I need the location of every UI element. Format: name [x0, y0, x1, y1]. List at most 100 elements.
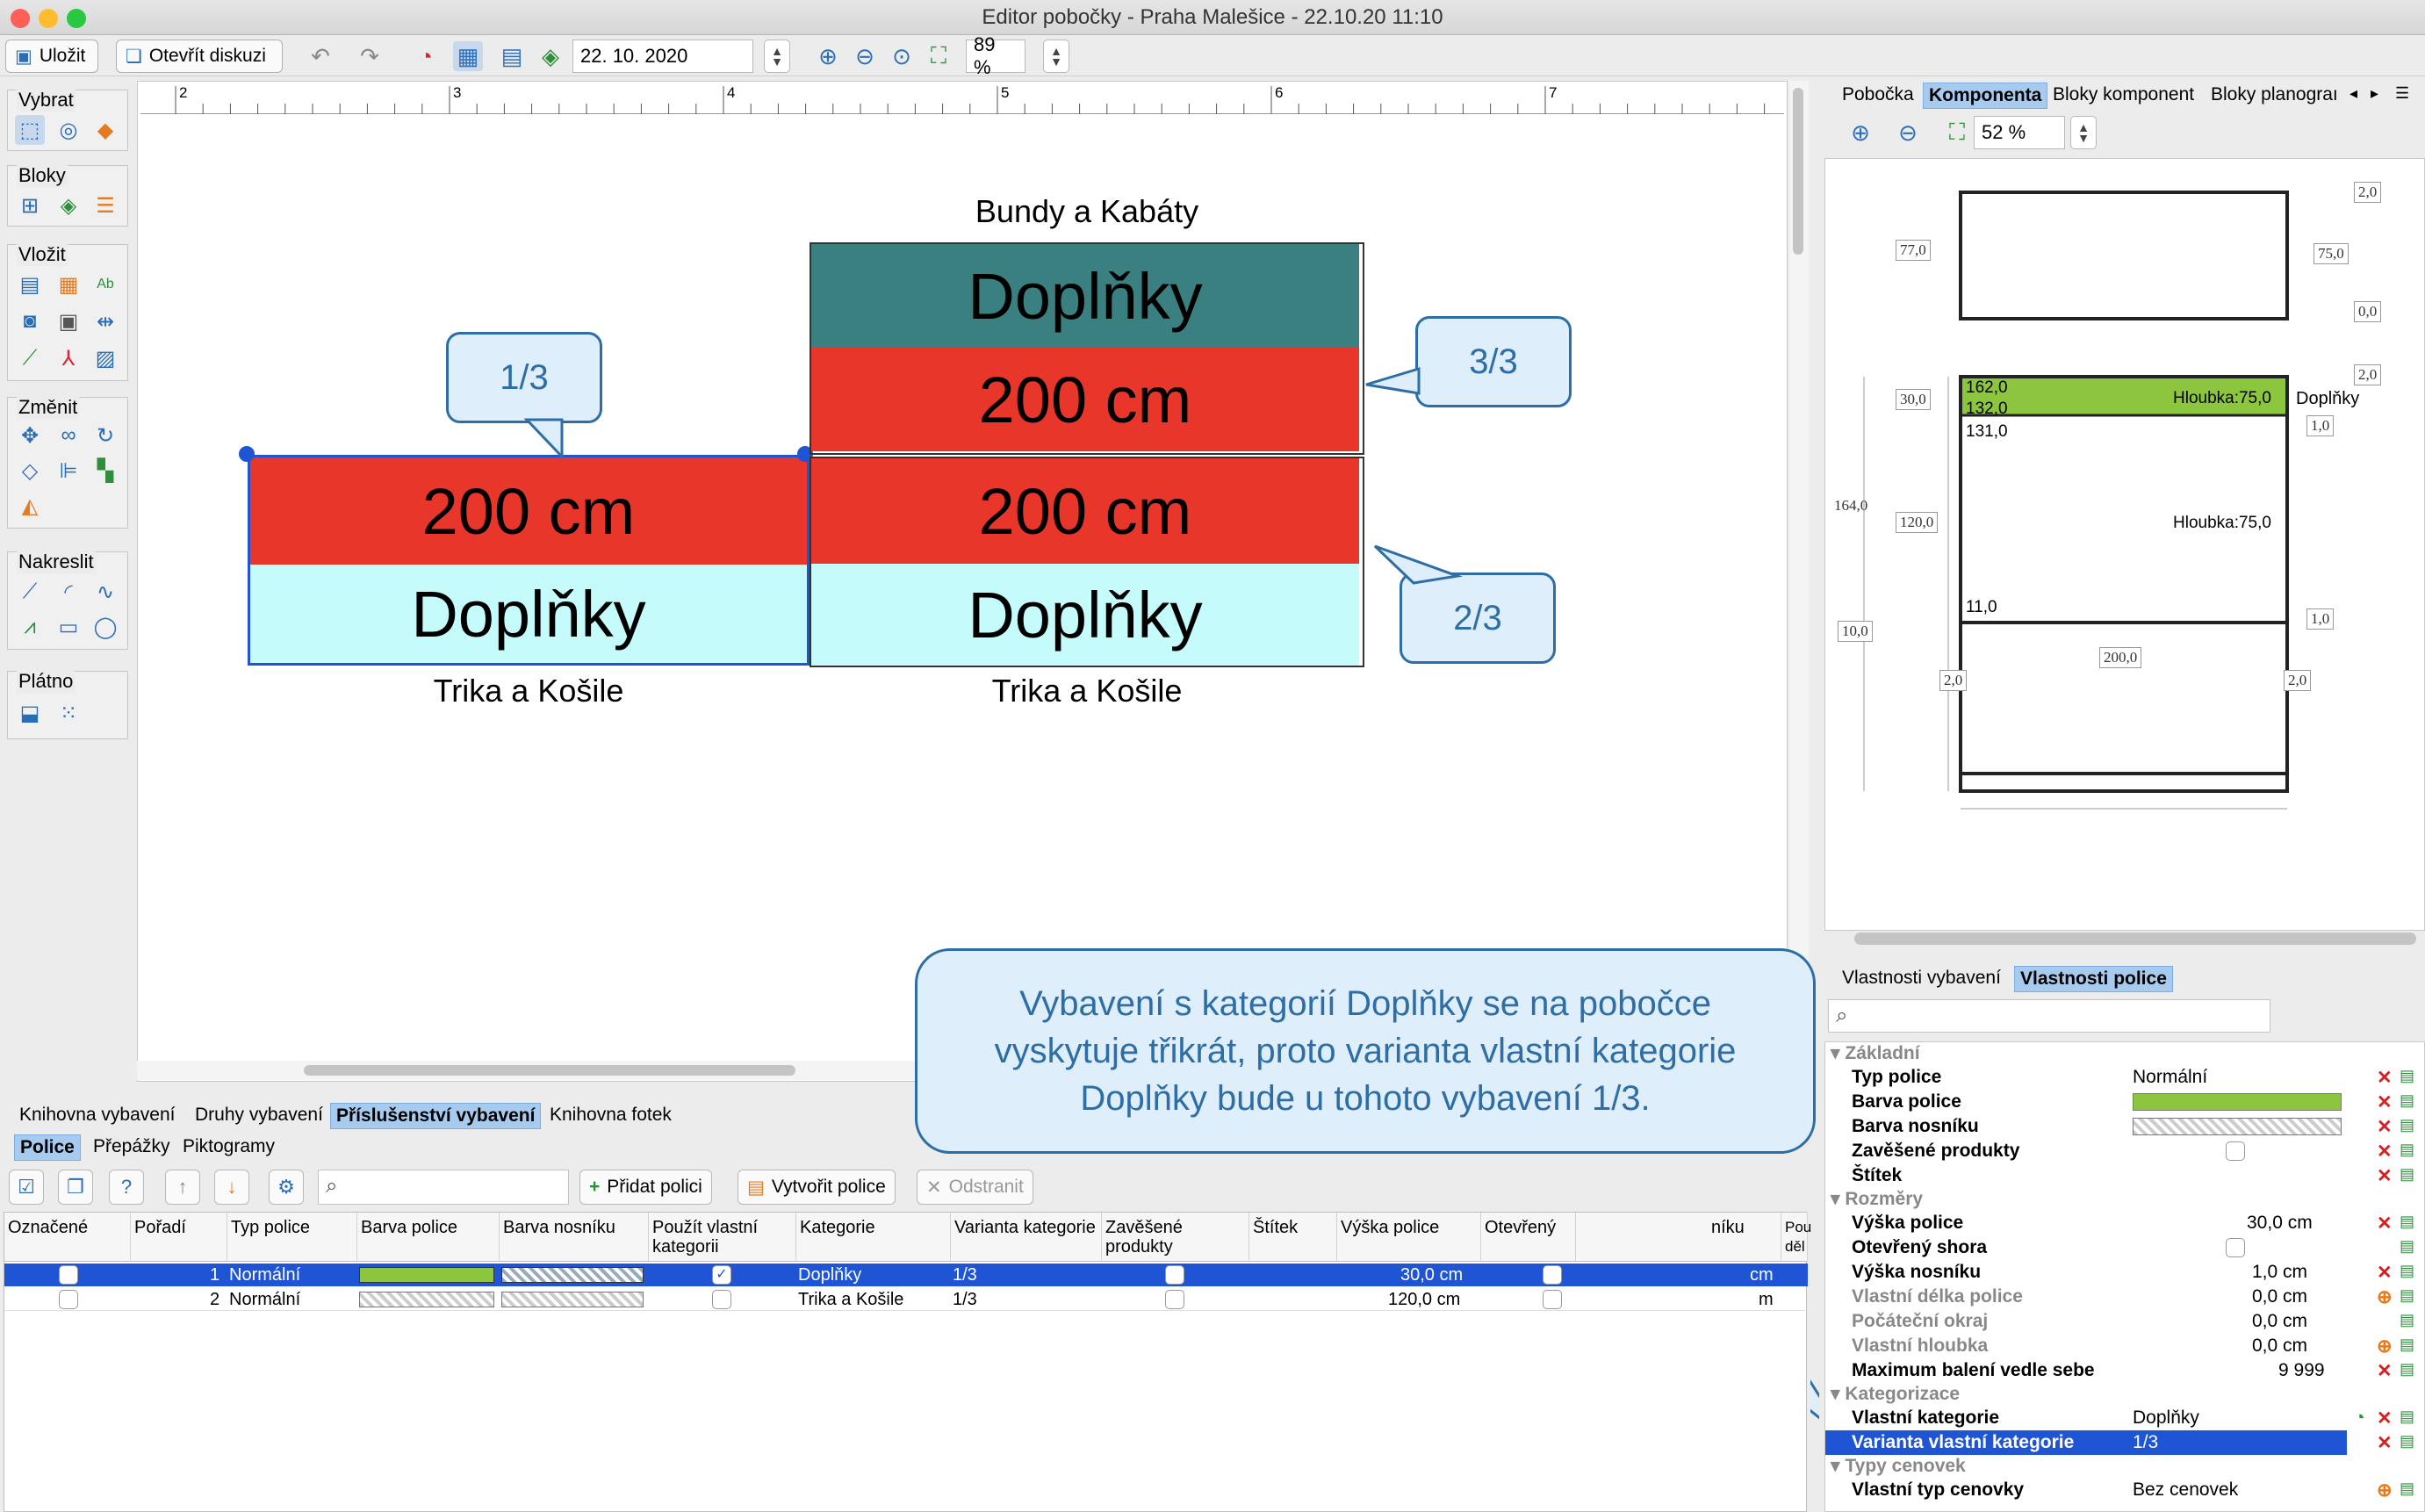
- clear-icon[interactable]: ✕: [2377, 1361, 2393, 1381]
- col-header[interactable]: Barva police: [357, 1213, 500, 1262]
- col-header[interactable]: Kategorie: [796, 1213, 951, 1262]
- prop-row[interactable]: Barva nosníku✕▤: [1852, 1116, 2415, 1137]
- remove-button[interactable]: ✕Odstranit: [917, 1170, 1033, 1205]
- canvas-resize-icon[interactable]: ⬓: [19, 701, 40, 725]
- row-checkbox[interactable]: [59, 1290, 78, 1309]
- edit-icon[interactable]: ▤: [2400, 1262, 2415, 1279]
- col-header[interactable]: Pou děl: [1781, 1213, 1811, 1262]
- tab-equipment-types[interactable]: Druhy vybavení: [195, 1105, 323, 1125]
- color-swatch[interactable]: [2133, 1118, 2342, 1135]
- wall-icon[interactable]: ▦: [58, 272, 79, 297]
- clear-icon[interactable]: ✕: [2377, 1433, 2393, 1453]
- tab-equipment-props[interactable]: Vlastnosti vybavení: [1842, 968, 2001, 988]
- tab-dividers[interactable]: Přepážky: [93, 1136, 170, 1156]
- tab-planogram-blocks[interactable]: Bloky planograı: [2211, 84, 2338, 104]
- clear-icon[interactable]: ✕: [2377, 1263, 2393, 1283]
- edit-icon[interactable]: ▤: [2400, 1116, 2415, 1134]
- date-stepper[interactable]: ▲▼: [764, 40, 790, 73]
- select-all-icon[interactable]: ☑: [9, 1170, 44, 1205]
- edit-icon[interactable]: ▤: [2400, 1067, 2415, 1084]
- beam-color-swatch[interactable]: [501, 1267, 644, 1283]
- draw-arc-icon[interactable]: ◜: [64, 580, 73, 604]
- edit-icon[interactable]: ▤: [2400, 1141, 2415, 1158]
- selection-handle[interactable]: [797, 446, 813, 462]
- col-header[interactable]: Barva nosníku: [500, 1213, 649, 1262]
- scrollbar-thumb[interactable]: [1793, 88, 1803, 255]
- edit-icon[interactable]: ▤: [2400, 1165, 2415, 1183]
- prop-row[interactable]: Barva police✕▤: [1852, 1091, 2415, 1112]
- col-header[interactable]: Otevřený: [1481, 1213, 1576, 1262]
- measure-icon[interactable]: ⇹: [96, 309, 115, 334]
- shelf-unit-right-bottom[interactable]: 200 cm Doplňky: [810, 457, 1364, 667]
- preview-hscroll-thumb[interactable]: [1854, 932, 2416, 945]
- clear-icon[interactable]: ✕: [2377, 1117, 2393, 1137]
- distort-icon[interactable]: ◇: [21, 458, 39, 483]
- save-button[interactable]: ▣Uložit: [5, 40, 98, 73]
- create-shelves-button[interactable]: ▤Vytvořit police: [738, 1170, 896, 1205]
- warning-icon[interactable]: ⊕: [2377, 1480, 2393, 1501]
- row-checkbox[interactable]: [59, 1265, 78, 1285]
- canvas-vertical-scrollbar[interactable]: [1789, 81, 1809, 1082]
- zoom-in-icon[interactable]: ⊕: [818, 42, 838, 69]
- move-icon[interactable]: ✥: [20, 423, 40, 448]
- zoom-fit-icon[interactable]: ⊙: [892, 42, 911, 69]
- rotate-icon[interactable]: ↻: [96, 423, 115, 448]
- camera-icon[interactable]: ◙: [23, 309, 37, 333]
- edit-icon[interactable]: ▤: [2400, 1237, 2415, 1255]
- props-search-input[interactable]: ⌕: [1828, 999, 2270, 1033]
- frame-icon[interactable]: ▦: [453, 41, 483, 71]
- checkbox[interactable]: [2226, 1238, 2245, 1257]
- use-custom-checkbox[interactable]: ✓: [712, 1265, 731, 1285]
- link-icon[interactable]: ∞: [61, 423, 76, 447]
- use-custom-checkbox[interactable]: [712, 1290, 731, 1309]
- close-window-icon[interactable]: [11, 9, 30, 28]
- component-preview[interactable]: 2,0 77,0 75,0 0,0 2,0 30,0 1,0 164,0 120…: [1824, 158, 2425, 931]
- mirror-icon[interactable]: ◭: [21, 493, 39, 518]
- block-icon[interactable]: ⊞: [20, 193, 40, 218]
- block-list-icon[interactable]: ☰: [96, 193, 115, 218]
- draw-curve-icon[interactable]: ∿: [96, 580, 115, 604]
- preview-zoom-stepper[interactable]: ▲▼: [2070, 116, 2097, 149]
- shelf-color-swatch[interactable]: [359, 1292, 494, 1307]
- move-up-icon[interactable]: ↑: [165, 1170, 200, 1205]
- checkbox[interactable]: [2226, 1141, 2245, 1161]
- tab-scroll-left-icon[interactable]: ◂: [2349, 84, 2358, 102]
- undo-icon[interactable]: ↶: [311, 42, 330, 69]
- clear-icon[interactable]: ✕: [2377, 1068, 2393, 1088]
- clear-icon[interactable]: ✕: [2377, 1092, 2393, 1112]
- tab-equipment-accessories[interactable]: Příslušenství vybavení: [330, 1103, 542, 1129]
- warning-icon[interactable]: ⊕: [2377, 1336, 2393, 1357]
- col-header[interactable]: Pořadí: [131, 1213, 227, 1262]
- grid-icon[interactable]: ▣: [58, 309, 79, 334]
- draw-rect-icon[interactable]: ▭: [58, 615, 79, 639]
- canvas-grid-icon[interactable]: ⁙: [59, 701, 78, 725]
- open-discussion-button[interactable]: ❏Otevřít diskuzi: [116, 40, 283, 73]
- tab-shelves[interactable]: Police: [14, 1134, 81, 1161]
- color-swatch[interactable]: [2133, 1093, 2342, 1111]
- edit-icon[interactable]: ▤: [2400, 1286, 2415, 1304]
- zoom-window-icon[interactable]: [67, 9, 86, 28]
- tab-component-blocks[interactable]: Bloky komponent: [2053, 84, 2195, 104]
- edit-icon[interactable]: ▤: [2400, 1432, 2415, 1450]
- tab-photo-library[interactable]: Knihovna fotek: [550, 1105, 672, 1125]
- hanging-checkbox[interactable]: [1165, 1265, 1184, 1285]
- shelf-segment[interactable]: 200 cm: [811, 458, 1359, 564]
- tab-branch[interactable]: Pobočka: [1842, 84, 1914, 104]
- shelf-unit-left[interactable]: 200 cm Doplňky: [248, 455, 810, 666]
- clear-icon[interactable]: ✕: [2377, 1166, 2393, 1186]
- prop-row[interactable]: Zavěšené produkty✕▤: [1852, 1141, 2415, 1162]
- move-down-icon[interactable]: ↓: [214, 1170, 249, 1205]
- zoom-out-icon[interactable]: ⊖: [855, 42, 874, 69]
- section-categorization[interactable]: ▾ Kategorizace: [1831, 1384, 1961, 1404]
- section-basic[interactable]: ▾ Základní: [1831, 1043, 1920, 1063]
- hanging-checkbox[interactable]: [1165, 1290, 1184, 1309]
